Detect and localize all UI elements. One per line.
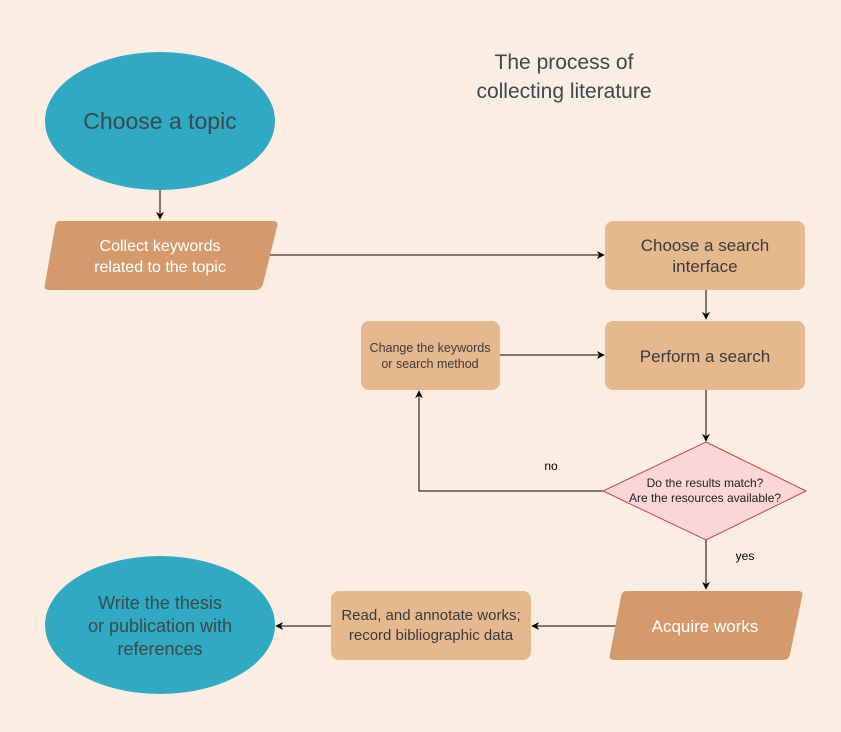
node-decision-label-line2: Are the resources available? [629, 491, 781, 505]
node-perform-search: Perform a search [605, 321, 805, 390]
node-choose-topic: Choose a topic [45, 52, 275, 190]
node-read-annotate-label-line2: record bibliographic data [349, 627, 514, 644]
node-choose-interface-label-line2: interface [672, 257, 737, 276]
node-change-keywords-shape [361, 321, 500, 390]
node-decision-shape [601, 441, 808, 541]
edge-label-yes: yes [736, 549, 755, 563]
node-change-keywords-label-line2: or search method [381, 357, 478, 371]
node-change-keywords-label-line1: Change the keywords [370, 341, 491, 355]
diagram-title-line1: The process of [495, 51, 634, 74]
node-decision: Do the results match? Are the resources … [601, 441, 808, 541]
node-write-thesis-label-line2: or publication with [88, 616, 232, 636]
node-perform-search-label: Perform a search [640, 347, 770, 366]
node-perform-search-shape [605, 321, 805, 390]
node-acquire-works-shape [609, 591, 803, 660]
node-collect-keywords-label-line1: Collect keywords [100, 238, 221, 255]
node-change-keywords: Change the keywords or search method [361, 321, 500, 390]
node-write-thesis-shape [45, 556, 275, 694]
node-choose-interface: Choose a search interface [605, 221, 805, 290]
edge-decision-to-change [415, 390, 603, 492]
node-collect-keywords-label-line2: related to the topic [94, 259, 226, 276]
edges [156, 190, 710, 630]
node-collect-keywords: Collect keywords related to the topic [44, 221, 278, 290]
node-read-annotate-label-line1: Read, and annotate works; [341, 607, 520, 624]
node-choose-interface-shape [605, 221, 805, 290]
node-acquire-works: Acquire works [609, 591, 803, 660]
node-choose-topic-shape [45, 52, 275, 190]
node-choose-interface-label-line1: Choose a search [641, 236, 770, 255]
node-read-annotate: Read, and annotate works; record bibliog… [331, 591, 531, 660]
node-write-thesis: Write the thesis or publication with ref… [45, 556, 275, 694]
node-read-annotate-shape [331, 591, 531, 660]
edge-label-no: no [544, 459, 558, 473]
node-collect-keywords-shape [44, 221, 278, 290]
node-write-thesis-label-line1: Write the thesis [98, 593, 222, 613]
diagram-title-line2: collecting literature [476, 80, 651, 103]
node-write-thesis-label-line3: references [117, 639, 202, 659]
node-acquire-works-label: Acquire works [652, 617, 759, 636]
node-decision-label-line1: Do the results match? [647, 476, 764, 490]
node-choose-topic-label: Choose a topic [83, 108, 236, 134]
